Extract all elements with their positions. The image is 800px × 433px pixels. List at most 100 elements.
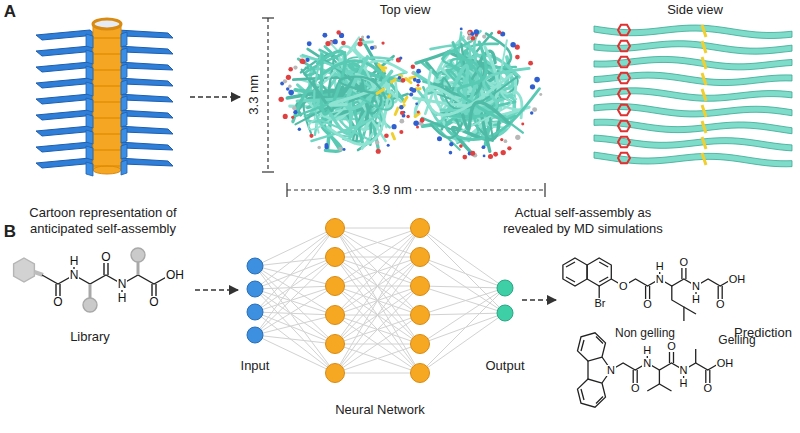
atom-dot	[399, 105, 403, 109]
gelling-molecule	[581, 340, 584, 351]
core-cylinder	[93, 133, 121, 134]
atom-dot	[530, 84, 535, 89]
beta-sheet-slab	[86, 66, 93, 80]
atom-dot	[288, 90, 294, 96]
atom-dot	[532, 107, 537, 112]
side-chain-stick	[702, 105, 706, 117]
beta-sheet-slab	[121, 48, 127, 63]
atom-dot	[399, 130, 403, 134]
atom-dot	[391, 124, 396, 129]
class-label: Gelling	[718, 333, 755, 347]
network-link	[335, 228, 420, 344]
beta-strand-ribbon	[594, 119, 792, 134]
layer-label: Neural Network	[335, 402, 425, 418]
peptide-strand	[426, 74, 512, 115]
atom-dot	[420, 118, 425, 123]
atom-label: N	[642, 358, 652, 369]
neuron	[326, 277, 345, 296]
beta-sheet-slab	[121, 80, 127, 95]
atom-dot	[298, 128, 301, 131]
neuron	[411, 248, 430, 267]
network-link	[335, 228, 420, 286]
beta-sheet-slab	[121, 112, 127, 127]
atom-label: O	[630, 383, 641, 394]
dimension-lines	[286, 183, 287, 197]
gelling-molecule	[578, 379, 606, 407]
atom-dot	[307, 41, 312, 46]
atom-dot	[528, 61, 533, 66]
network-link	[255, 315, 335, 335]
non-gelling-molecule	[563, 258, 587, 286]
beta-sheet-slab	[121, 144, 127, 159]
library-molecule	[83, 298, 97, 312]
caption-text: Cartoon representation of anticipated se…	[13, 205, 193, 236]
network-link	[420, 288, 505, 315]
network-link	[420, 228, 505, 288]
side-chain-stick	[702, 89, 706, 101]
atom-dot	[292, 106, 296, 110]
panel-letter: A	[4, 2, 16, 22]
atom-dot	[399, 56, 402, 59]
side-chain-stick	[395, 108, 398, 114]
atom-label: O	[679, 257, 690, 268]
neuron	[247, 327, 263, 343]
library-label: Library	[70, 329, 110, 345]
atom-dot	[400, 119, 405, 124]
network-link	[335, 228, 420, 257]
gelling-molecule	[587, 361, 588, 379]
atom-dot	[409, 93, 413, 97]
atom-dot	[293, 110, 297, 114]
side-chain-stick	[377, 89, 384, 93]
gelling-molecule	[611, 363, 720, 370]
aromatic-ring	[618, 41, 630, 51]
atom-label: O	[100, 251, 111, 263]
atom-dot	[283, 79, 287, 83]
core-cylinder	[93, 149, 121, 150]
atom-dot	[468, 35, 472, 39]
atom-dot	[400, 111, 404, 115]
neuron	[411, 306, 430, 325]
beta-strand-ribbon	[594, 41, 792, 54]
atom-dot	[381, 41, 384, 44]
gelling-molecule	[578, 333, 606, 361]
library-molecule	[137, 262, 140, 275]
atom-dot	[470, 151, 475, 156]
beta-sheet-slab	[86, 98, 93, 112]
side-chain-stick	[416, 87, 420, 90]
panel-letter: B	[4, 222, 16, 242]
atom-dot	[449, 142, 453, 146]
beta-sheet-slab	[121, 160, 127, 175]
atom-dot	[539, 93, 542, 96]
gelling-molecule	[659, 370, 660, 384]
non-gelling-molecule	[566, 262, 575, 267]
aromatic-ring	[618, 105, 630, 115]
atom-dot	[305, 58, 309, 62]
aromatic-ring	[618, 137, 630, 147]
neuron	[326, 364, 345, 383]
network-link	[335, 228, 420, 373]
atom-dot	[534, 77, 540, 83]
atom-dot	[507, 146, 511, 150]
beta-sheet-slab	[86, 114, 93, 128]
atom-dot	[370, 46, 374, 50]
beta-strand-ribbon	[594, 135, 792, 151]
gelling-molecule	[596, 397, 603, 404]
side-chain-stick	[702, 137, 706, 149]
side-chain-stick	[702, 121, 706, 133]
library-molecule	[89, 284, 92, 298]
atom-label: H	[691, 294, 701, 305]
network-link	[420, 257, 505, 313]
neuron	[247, 281, 263, 297]
network-link	[335, 257, 420, 373]
network-link	[420, 257, 505, 288]
beta-strand-ribbon	[594, 152, 792, 167]
non-gelling-molecule	[599, 277, 608, 282]
atom-dot	[416, 79, 421, 84]
library-molecule	[34, 272, 43, 275]
atom-dot	[416, 69, 421, 74]
beta-sheet-slab	[121, 128, 127, 143]
library-molecule	[131, 248, 145, 262]
non-gelling-molecule	[566, 277, 575, 282]
